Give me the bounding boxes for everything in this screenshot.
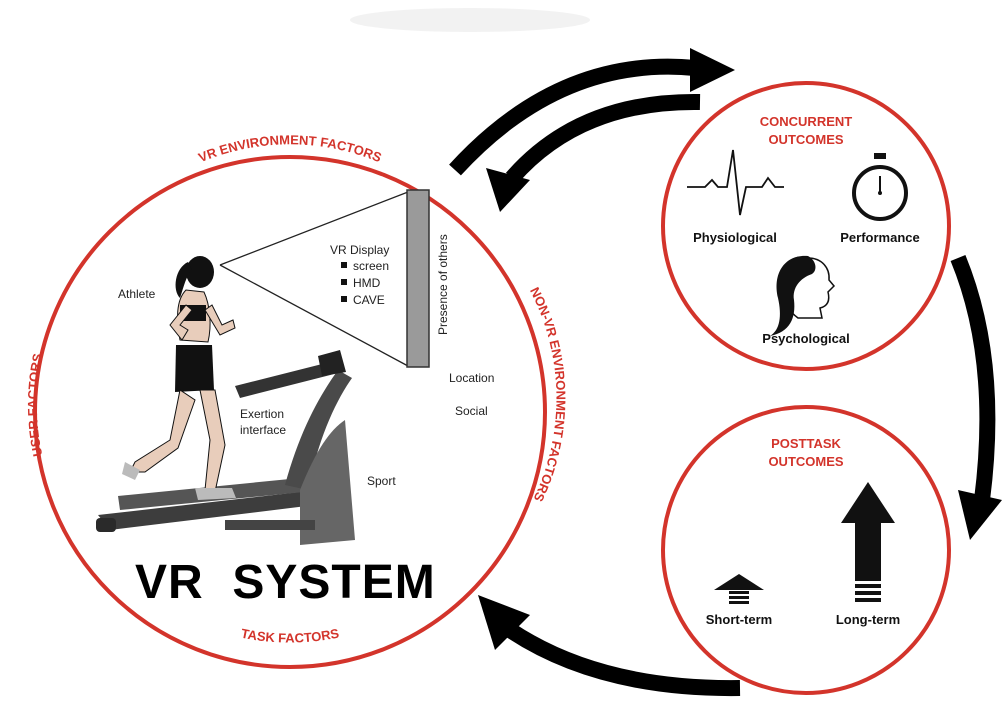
exertion-label-line2: interface (240, 423, 286, 437)
arrow-to-posttask (958, 258, 1002, 540)
vr-display-item: HMD (353, 276, 381, 290)
vr-display-panel-icon (407, 190, 429, 367)
social-label: Social (455, 404, 488, 418)
location-label: Location (449, 371, 494, 385)
presence-of-others-label: Presence of others (436, 234, 450, 335)
vr-display-title: VR Display (330, 243, 389, 257)
vr-display-item: screen (353, 259, 389, 273)
top-shadow (350, 8, 590, 32)
bullet-icon (341, 296, 347, 302)
short-term-label: Short-term (706, 612, 772, 627)
exertion-label-line1: Exertion (240, 407, 284, 421)
concurrent-title-line2: OUTCOMES (768, 132, 843, 147)
psychological-label: Psychological (762, 331, 849, 346)
vr-system-title: VR SYSTEM (135, 556, 436, 609)
concurrent-outcomes-circle: CONCURRENT OUTCOMES Physiological Perfor… (663, 83, 949, 369)
vr-system-circle: VR ENVIRONMENT FACTORS USER FACTORS NON-… (25, 132, 569, 667)
posttask-outcomes-circle: POSTTASK OUTCOMES Short-term Long-term (663, 407, 949, 693)
bullet-icon (341, 279, 347, 285)
vr-display-item: CAVE (353, 293, 385, 307)
posttask-title-line2: OUTCOMES (768, 454, 843, 469)
bullet-icon (341, 262, 347, 268)
performance-label: Performance (840, 230, 919, 245)
athlete-label: Athlete (118, 287, 156, 301)
long-term-label: Long-term (836, 612, 900, 627)
posttask-title-line1: POSTTASK (771, 436, 841, 451)
physiological-label: Physiological (693, 230, 777, 245)
sport-label: Sport (367, 474, 396, 488)
concurrent-title-line1: CONCURRENT (760, 114, 853, 129)
